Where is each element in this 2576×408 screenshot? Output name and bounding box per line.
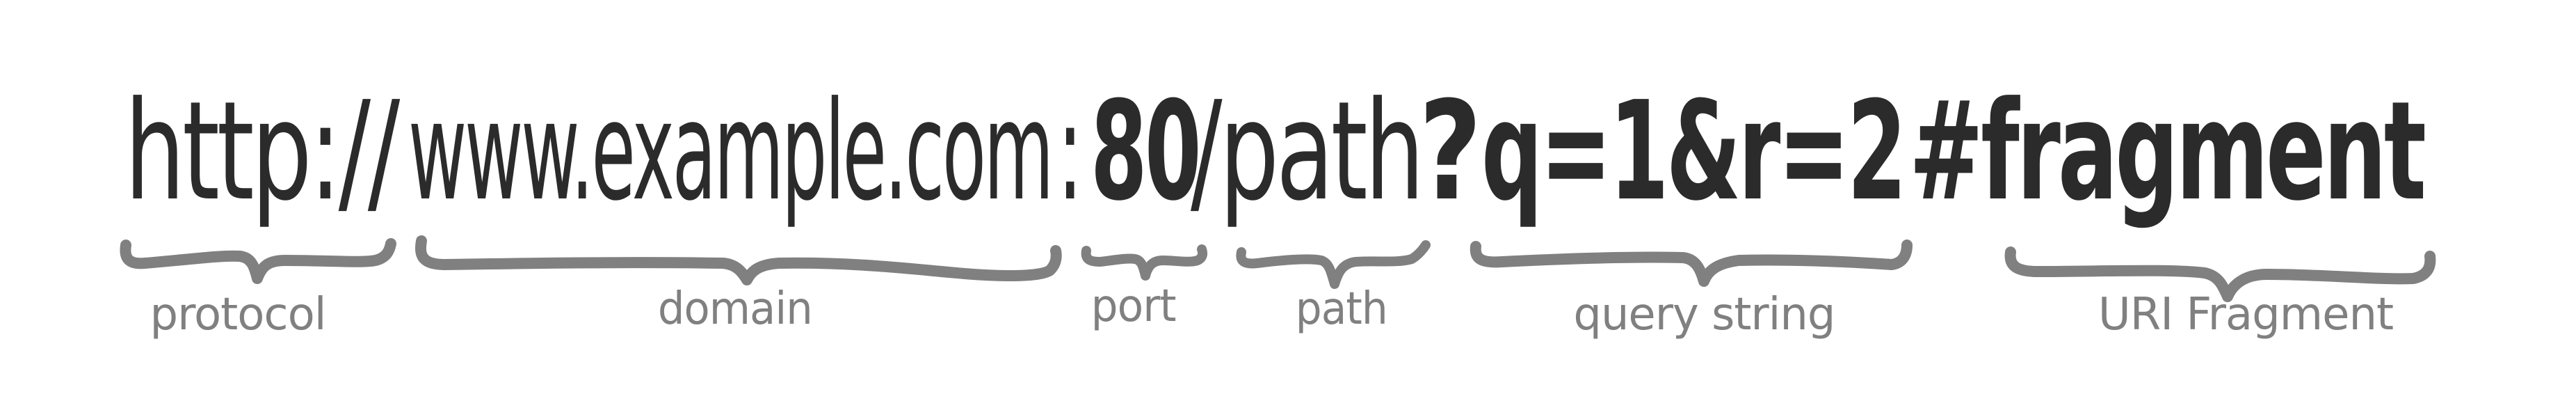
path-label: path: [1295, 283, 1388, 335]
url-fragment-text: #fragment: [1909, 72, 2426, 231]
domain-brace-icon: [414, 235, 1062, 285]
url-query-separator: ?: [1419, 72, 1482, 231]
port-label: port: [1090, 281, 1177, 332]
url-port-separator-value: :: [1057, 72, 1083, 231]
url-port-text: 80: [1090, 72, 1202, 231]
url-path-value: /path: [1191, 72, 1424, 231]
url-query-separator-value: ?: [1419, 72, 1482, 231]
protocol-label: protocol: [150, 289, 326, 340]
url-domain-text: www.example.com: [408, 72, 1054, 231]
url-protocol-value: http://: [124, 72, 400, 231]
uri-fragment-label: URI Fragment: [2098, 289, 2394, 340]
query-string-label: query string: [1573, 289, 1835, 340]
uri-fragment-brace-icon: [2004, 246, 2436, 302]
url-port-value: 80: [1090, 72, 1202, 231]
protocol-brace-icon: [120, 238, 396, 284]
url-port-separator: :: [1057, 72, 1083, 231]
url-domain-value: www.example.com: [408, 72, 1054, 231]
query-string-brace-icon: [1470, 240, 1913, 287]
url-path-text: /path: [1191, 72, 1424, 231]
url-fragment-value: #fragment: [1909, 72, 2426, 231]
url-query-value: q=1&r=2: [1481, 72, 1907, 231]
url-protocol-text: http://: [124, 72, 400, 231]
url-query-text: q=1&r=2: [1481, 72, 1907, 231]
path-brace-icon: [1236, 240, 1431, 289]
domain-label: domain: [657, 283, 813, 335]
port-brace-icon: [1081, 244, 1208, 281]
